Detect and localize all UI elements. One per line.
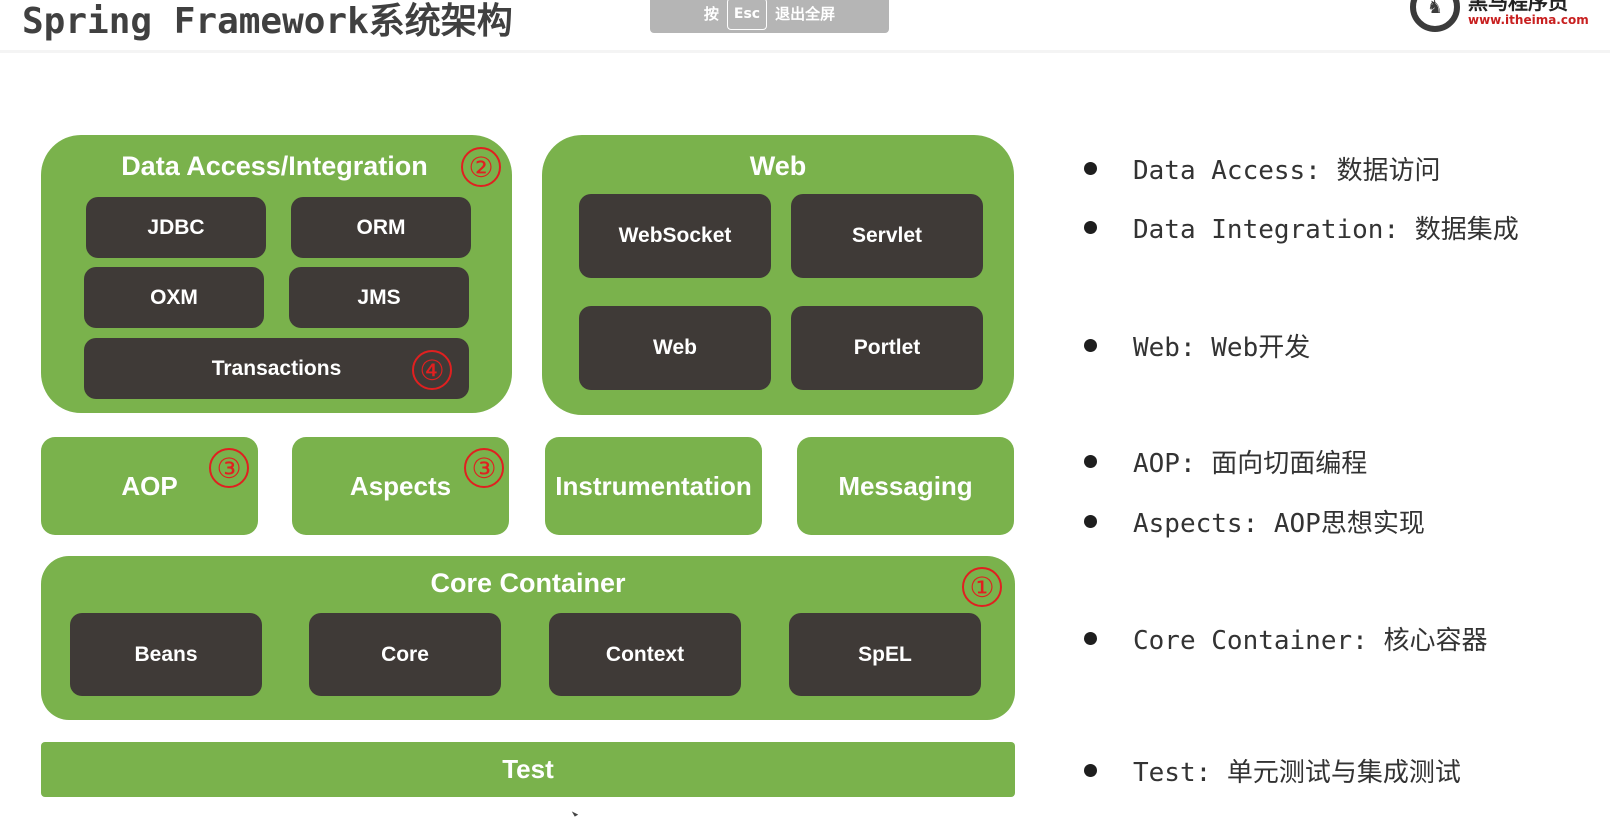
module-messaging: Messaging (797, 437, 1014, 535)
horse-logo-icon: ♞ (1410, 0, 1460, 32)
brand-logo: ♞ 黑马程序员 www.itheima.com (1410, 0, 1610, 38)
legend-text: AOP: 面向切面编程 (1133, 449, 1368, 479)
module-servlet: Servlet (791, 194, 983, 278)
module-beans: Beans (70, 613, 262, 696)
legend-item: Data Integration: 数据集成 (1082, 209, 1519, 246)
bullet-icon (1084, 455, 1097, 468)
bullet-icon (1084, 339, 1097, 352)
marker-4: ④ (412, 350, 452, 390)
legend-text: Web: Web开发 (1133, 333, 1311, 363)
legend-item: Aspects: AOP思想实现 (1082, 503, 1425, 540)
page-title: Spring Framework系统架构 (22, 1, 513, 42)
module-spel: SpEL (789, 613, 981, 696)
logo-url: www.itheima.com (1468, 13, 1589, 27)
module-instrumentation: Instrumentation (545, 437, 762, 535)
module-jdbc: JDBC (86, 197, 266, 258)
legend-text: Core Container: 核心容器 (1133, 626, 1488, 656)
esc-hint-suffix: 退出全屏 (775, 5, 836, 23)
legend-text: Test: 单元测试与集成测试 (1133, 758, 1461, 788)
bullet-icon (1084, 632, 1097, 645)
logo-name: 黑马程序员 (1468, 0, 1568, 14)
legend-item: Web: Web开发 (1082, 327, 1310, 364)
esc-hint-prefix: 按 (703, 5, 719, 23)
legend-item: Test: 单元测试与集成测试 (1082, 752, 1461, 789)
marker-1: ① (962, 567, 1002, 607)
marker-3-aop: ③ (209, 448, 249, 488)
module-context: Context (549, 613, 741, 696)
legend-text: Aspects: AOP思想实现 (1133, 509, 1425, 539)
module-jms: JMS (289, 267, 469, 328)
marker-2: ② (461, 147, 501, 187)
module-orm: ORM (291, 197, 471, 258)
legend-item: Data Access: 数据访问 (1082, 150, 1441, 187)
legend-text: Data Integration: 数据集成 (1133, 215, 1519, 245)
legend-item: Core Container: 核心容器 (1082, 620, 1487, 657)
bullet-icon (1084, 764, 1097, 777)
mouse-cursor-icon (571, 809, 579, 817)
bullet-icon (1084, 221, 1097, 234)
bullet-icon (1084, 515, 1097, 528)
esc-key-label: Esc (726, 0, 768, 30)
legend-text: Data Access: 数据访问 (1133, 156, 1441, 186)
module-oxm: OXM (84, 267, 264, 328)
marker-3-aspects: ③ (464, 448, 504, 488)
bullet-icon (1084, 162, 1097, 175)
exit-fullscreen-hint[interactable]: 按 Esc 退出全屏 (650, 0, 889, 33)
web-title: Web (749, 151, 807, 181)
module-websocket: WebSocket (579, 194, 771, 278)
module-portlet: Portlet (791, 306, 983, 390)
core-container-title: Core Container (430, 568, 626, 598)
module-test: Test (41, 742, 1015, 797)
module-core: Core (309, 613, 501, 696)
title-divider (0, 50, 1610, 53)
data-access-title: Data Access/Integration (121, 151, 428, 181)
module-transactions: Transactions (84, 338, 469, 399)
module-web: Web (579, 306, 771, 390)
legend-item: AOP: 面向切面编程 (1082, 443, 1367, 480)
